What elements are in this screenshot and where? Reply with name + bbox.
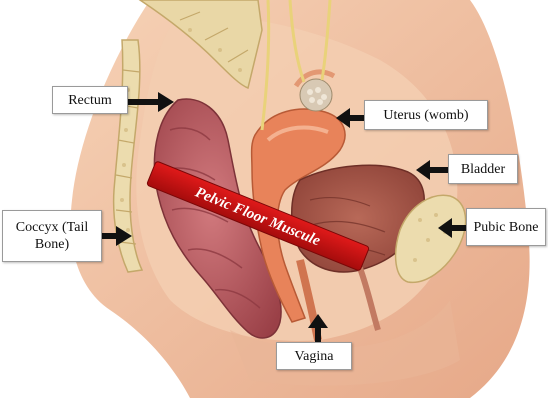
vagina-label-text: Vagina (295, 348, 334, 365)
rectum-arrow (128, 92, 174, 112)
ovary (300, 79, 332, 111)
pubic-bone-arrow (438, 218, 468, 238)
coccyx-label-text: Coccyx (Tail Bone) (16, 219, 89, 253)
rectum-label-text: Rectum (68, 92, 112, 109)
bladder-label-text: Bladder (461, 161, 505, 178)
coccyx-label: Coccyx (Tail Bone) (2, 210, 102, 262)
pubic-bone-label: Pubic Bone (466, 208, 546, 246)
coccyx-arrow (102, 226, 132, 246)
rectum-label: Rectum (52, 86, 128, 114)
uterus-arrow (336, 108, 366, 128)
pubic-bone-label-text: Pubic Bone (474, 219, 539, 236)
bladder-arrow (416, 160, 448, 180)
bladder-label: Bladder (448, 154, 518, 184)
uterus-label-text: Uterus (womb) (383, 107, 468, 124)
vagina-label: Vagina (276, 342, 352, 370)
uterus-label: Uterus (womb) (364, 100, 488, 130)
